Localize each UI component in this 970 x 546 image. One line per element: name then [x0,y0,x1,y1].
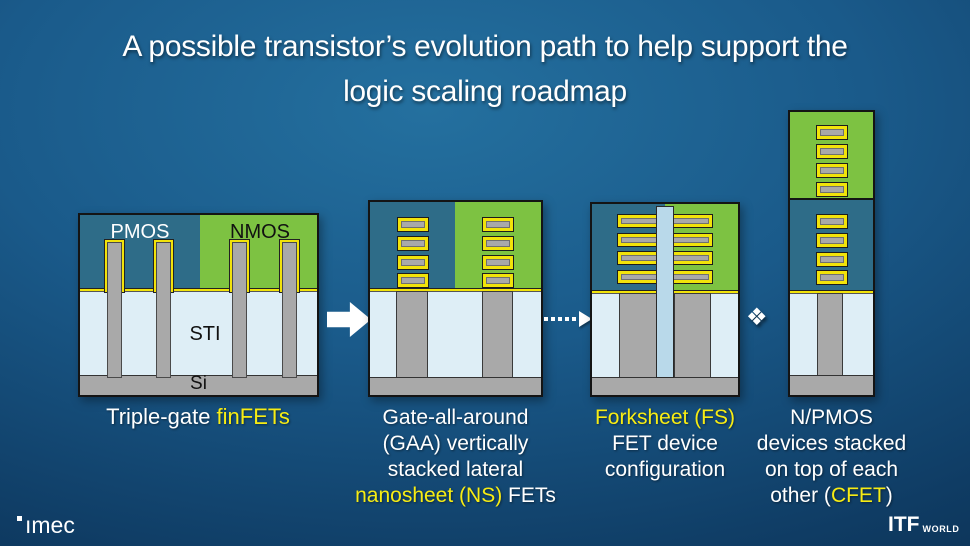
arrow-head [579,311,592,327]
diagram-forksheet [590,202,740,397]
itf-world-text: WORLD [922,524,960,534]
slide-title-line1: A possible transistor’s evolution path t… [122,30,848,63]
si-substrate [592,377,738,395]
silicon-fin [108,243,121,377]
nanosheet-left [618,271,657,283]
nanosheet [817,215,847,228]
arrow-dot [558,317,562,321]
silicon-fin-column [483,292,512,377]
diagram-cfet [788,110,875,397]
silicon-fin-column [675,294,710,377]
nanosheet-right [673,215,712,227]
itf-logo-text: ITF [888,513,920,536]
si-substrate [790,375,873,395]
nanosheet-right [673,252,712,264]
right-arrow-icon [327,302,371,337]
dotted-arrow-icon [544,311,592,327]
pmos-gate-region [80,215,200,290]
si-substrate [370,377,541,395]
nanosheet [817,271,847,284]
nanosheet [483,274,513,287]
silicon-fin [283,243,296,377]
diagram-gaa [368,200,543,397]
nanosheet [817,126,847,139]
sti-region [370,292,541,377]
nanosheet-left [618,252,657,264]
si-substrate [80,375,317,395]
imec-logo: ımec [16,512,116,542]
sti-label: STI [189,323,221,345]
arrow-dot [551,317,555,321]
arrow-dot [544,317,548,321]
itf-world-logo: ITF WORLD [888,514,960,535]
si-label: Si [190,373,207,394]
arrow-dot [572,317,576,321]
nanosheet [398,218,428,231]
silicon-fin [157,243,170,377]
nanosheet [483,256,513,269]
nanosheet [398,274,428,287]
nanosheet [483,237,513,250]
nanosheet-right [673,271,712,283]
silicon-fin-column [620,294,657,377]
gate-dielectric-line [370,288,541,292]
slide-title: A possible transistor’s evolution path t… [0,24,970,114]
nanosheet-right [673,234,712,246]
nmos-label: NMOS [230,221,290,243]
nanosheet [817,145,847,158]
nanosheet [817,234,847,247]
arrow-dot [565,317,569,321]
nanosheet [817,164,847,177]
nanosheet-left [618,234,657,246]
caption-finfet: Triple-gate finFETs [106,404,290,429]
pmos-label: PMOS [110,221,170,243]
imec-logo-text: ımec [25,512,75,538]
dielectric-wall [657,207,673,377]
nanosheet-left [618,215,657,227]
slide-title-line2: logic scaling roadmap [343,75,627,108]
silicon-fin [233,243,246,377]
nanosheet [398,237,428,250]
gate-dielectric-line [80,288,317,292]
diamonds-icon: ❖ [746,304,768,331]
nanosheet [817,183,847,196]
nanosheet [483,218,513,231]
nanosheet [398,256,428,269]
imec-logo-dot [17,516,22,521]
silicon-fin-column [397,292,427,377]
silicon-fin-column [818,294,842,375]
diagram-finfet: PMOS NMOS STI Si [78,213,319,397]
nanosheet [817,253,847,266]
gate-dielectric-line [790,290,873,294]
